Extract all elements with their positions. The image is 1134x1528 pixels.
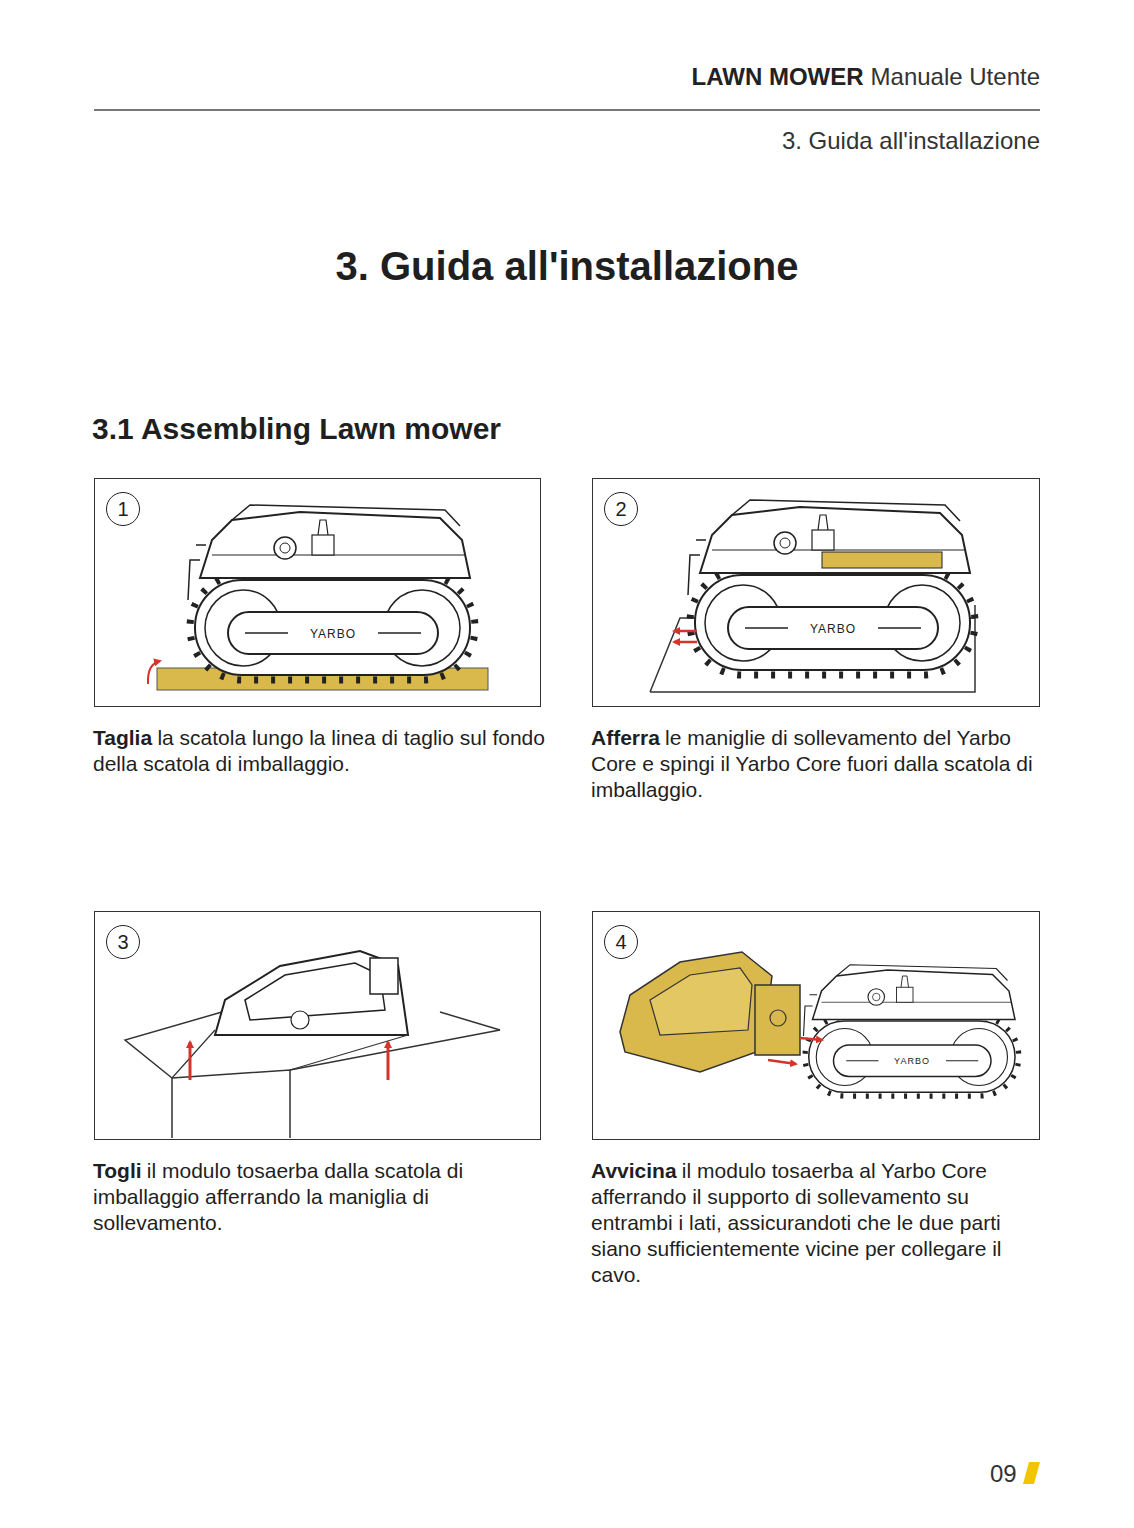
step-text: la scatola lungo la linea di taglio sul … — [93, 726, 545, 775]
callout-text: 3 — [117, 931, 128, 954]
step-caption: Tagliala scatola lungo la linea di tagli… — [93, 725, 545, 777]
brand-mark: YARBO — [807, 622, 859, 636]
header-manual: Manuale Utente — [871, 63, 1040, 91]
callout-number: 3 — [106, 925, 140, 959]
step-verb: Togli — [93, 1159, 142, 1182]
callout-text: 4 — [615, 931, 626, 954]
callout-text: 1 — [117, 498, 128, 521]
subsection-heading: 3.1 Assembling Lawn mower — [92, 412, 501, 446]
step-panel: Tagliala scatola lungo la linea di tagli… — [94, 478, 541, 707]
step-verb: Avvicina — [591, 1159, 677, 1182]
step-panel: Afferrale maniglie di sollevamento del Y… — [592, 478, 1040, 707]
page-number: 09 — [990, 1460, 1017, 1488]
callout-number: 4 — [604, 925, 638, 959]
step-caption: Afferrale maniglie di sollevamento del Y… — [591, 725, 1043, 803]
header-line: LAWN MOWERManuale Utente — [692, 63, 1040, 91]
callout-text: 2 — [615, 498, 626, 521]
step-verb: Taglia — [93, 726, 152, 749]
step-caption: Avvicinail modulo tosaerba al Yarbo Core… — [591, 1158, 1043, 1288]
section-header: 3. Guida all'installazione — [782, 127, 1040, 155]
header-product: LAWN MOWER — [692, 63, 864, 91]
step-panel: Togliil modulo tosaerba dalla scatola di… — [94, 911, 541, 1140]
page-title: 3. Guida all'installazione — [0, 244, 1134, 289]
step-text: il modulo tosaerba dalla scatola di imba… — [93, 1159, 463, 1234]
step-panel: Avvicinail modulo tosaerba al Yarbo Core… — [592, 911, 1040, 1140]
step-verb: Afferra — [591, 726, 660, 749]
brand-mark: YARBO — [307, 627, 359, 641]
callout-number: 1 — [106, 492, 140, 526]
step-caption: Togliil modulo tosaerba dalla scatola di… — [93, 1158, 545, 1236]
callout-number: 2 — [604, 492, 638, 526]
brand-mark: YARBO — [891, 1054, 933, 1068]
